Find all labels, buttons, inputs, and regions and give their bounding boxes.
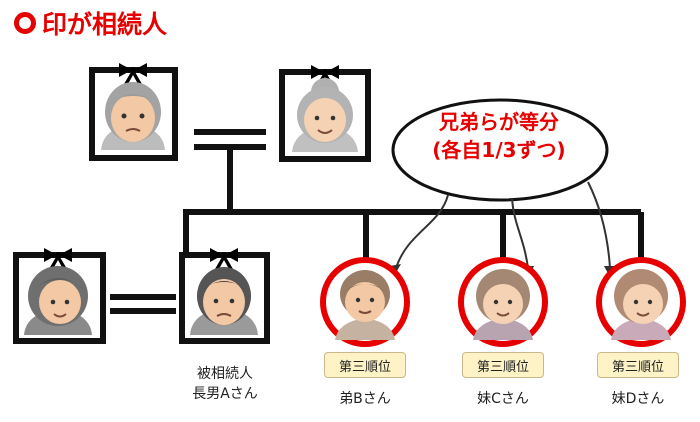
arrow-to-b (395, 194, 449, 269)
family-lines (110, 129, 644, 314)
red-circle-icon (14, 12, 36, 34)
speech-bubble (391, 98, 609, 202)
arrow-to-c (511, 198, 529, 269)
speech-bubble-line2: (各自1/3ずつ) (432, 138, 566, 162)
title-text: 印が相続人 (42, 10, 168, 39)
arrow-to-d (587, 181, 611, 269)
sister-d-portrait (596, 257, 686, 347)
deceased-a-name: 長男Aさん (192, 386, 258, 402)
rank-badge-b: 第三順位 (324, 352, 406, 378)
speech-bubble-text: 兄弟らが等分 (各自1/3ずつ) (396, 108, 602, 164)
rank-badge-d: 第三順位 (597, 352, 679, 378)
grandfather-portrait (89, 63, 178, 161)
rank-badge-c: 第三順位 (462, 352, 544, 378)
bubble-arrows (395, 181, 611, 269)
page-title: 印が相続人 (14, 6, 167, 40)
deceased-a-role: 被相続人 (197, 366, 253, 382)
grandmother-portrait (279, 65, 371, 162)
brother-b-name: 弟Bさん (339, 391, 391, 407)
speech-bubble-line1: 兄弟らが等分 (439, 110, 559, 134)
brother-b-portrait (320, 257, 410, 347)
sister-c-name: 妹Cさん (477, 391, 529, 407)
deceased-a-label: 被相続人 長男Aさん (170, 364, 280, 404)
sister-d-name: 妹Dさん (611, 391, 665, 407)
spouse-portrait (13, 248, 106, 344)
sister-c-portrait (458, 257, 548, 347)
deceased-a-portrait (179, 248, 270, 344)
